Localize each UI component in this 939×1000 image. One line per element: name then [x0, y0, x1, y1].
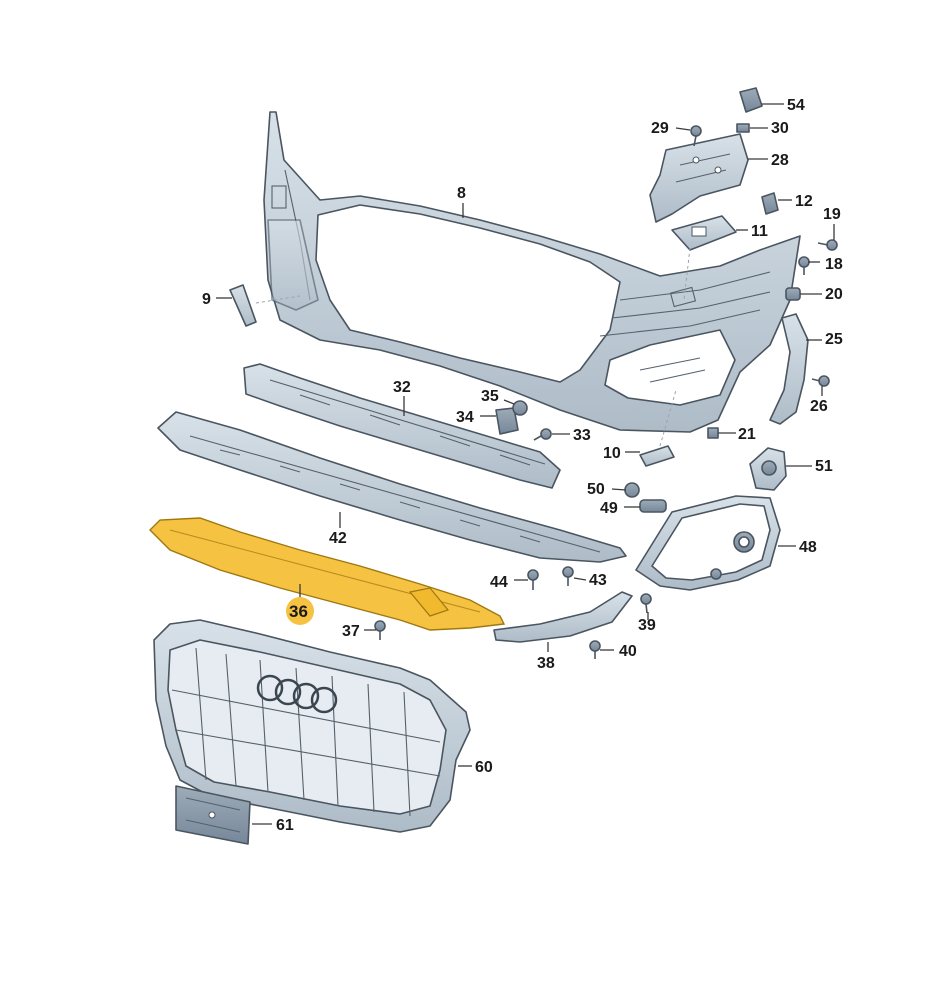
- part-18-screw: [798, 256, 810, 275]
- part-30-nut: [736, 123, 750, 133]
- part-54-clip: [739, 87, 763, 113]
- label-49: 49: [600, 500, 618, 517]
- part-28-bracket: [649, 133, 749, 223]
- label-11: 11: [751, 223, 768, 240]
- part-29-screw: [690, 125, 702, 147]
- part-48-fog-lamp-grille: [635, 495, 781, 591]
- part-12-clip: [761, 192, 779, 215]
- label-9: 9: [202, 291, 211, 308]
- label-34: 34: [456, 409, 474, 426]
- part-26-screw: [811, 375, 830, 387]
- part-51-sensor-holder: [749, 447, 787, 491]
- label-18: 18: [825, 256, 843, 273]
- label-8: 8: [457, 185, 466, 202]
- part-35-sensor: [512, 400, 528, 416]
- label-25: 25: [825, 331, 843, 348]
- label-43: 43: [589, 572, 607, 589]
- label-50: 50: [587, 481, 605, 498]
- label-12: 12: [795, 193, 813, 210]
- label-35: 35: [481, 388, 499, 405]
- part-37-screw: [374, 620, 386, 640]
- label-54: 54: [787, 97, 805, 114]
- part-38-trim: [493, 591, 633, 643]
- part-8-bumper-cover: [263, 111, 801, 433]
- label-42: 42: [329, 530, 347, 547]
- label-39: 39: [638, 617, 656, 634]
- part-21-nut: [707, 427, 719, 439]
- part-25-bracket: [769, 313, 809, 425]
- part-32-guide: [243, 363, 561, 489]
- label-19: 19: [823, 206, 841, 223]
- part-34-sensor-holder: [495, 407, 519, 435]
- label-40: 40: [619, 643, 637, 660]
- part-49-fastener: [639, 499, 667, 513]
- part-42-air-guide: [157, 411, 627, 563]
- part-20-nut: [785, 287, 801, 301]
- label-60: 60: [475, 759, 493, 776]
- label-21: 21: [738, 426, 756, 443]
- part-labels: 8 9 10 11 12 18 19 20 21 25 26 28 29 30 …: [202, 97, 843, 834]
- label-32: 32: [393, 379, 411, 396]
- label-36: 36: [289, 602, 308, 621]
- label-48: 48: [799, 539, 817, 556]
- label-30: 30: [771, 120, 789, 137]
- label-38: 38: [537, 655, 555, 672]
- part-43-screw: [562, 566, 574, 586]
- part-36-spoiler-highlighted: [149, 517, 506, 631]
- label-37: 37: [342, 623, 360, 640]
- part-61-plate-holder: [175, 785, 251, 845]
- part-10-cap: [639, 389, 677, 467]
- part-19-screw: [817, 239, 838, 251]
- label-36-highlight-circle: [286, 597, 314, 625]
- part-50-nut: [624, 482, 640, 498]
- label-26: 26: [810, 398, 828, 415]
- label-33: 33: [573, 427, 591, 444]
- leader-lines: [216, 103, 835, 825]
- part-33-screw: [533, 428, 552, 441]
- part-39-screw: [640, 593, 652, 614]
- label-20: 20: [825, 286, 843, 303]
- part-11-bracket: [671, 215, 737, 301]
- part-40-screw: [589, 640, 601, 659]
- label-61: 61: [276, 817, 294, 834]
- label-28: 28: [771, 152, 789, 169]
- label-44: 44: [490, 574, 508, 591]
- part-60-radiator-grille: [153, 619, 471, 833]
- part-44-screw: [527, 569, 539, 590]
- label-51: 51: [815, 458, 833, 475]
- part-9-cap: [229, 284, 301, 327]
- label-10: 10: [603, 445, 621, 462]
- label-29: 29: [651, 120, 669, 137]
